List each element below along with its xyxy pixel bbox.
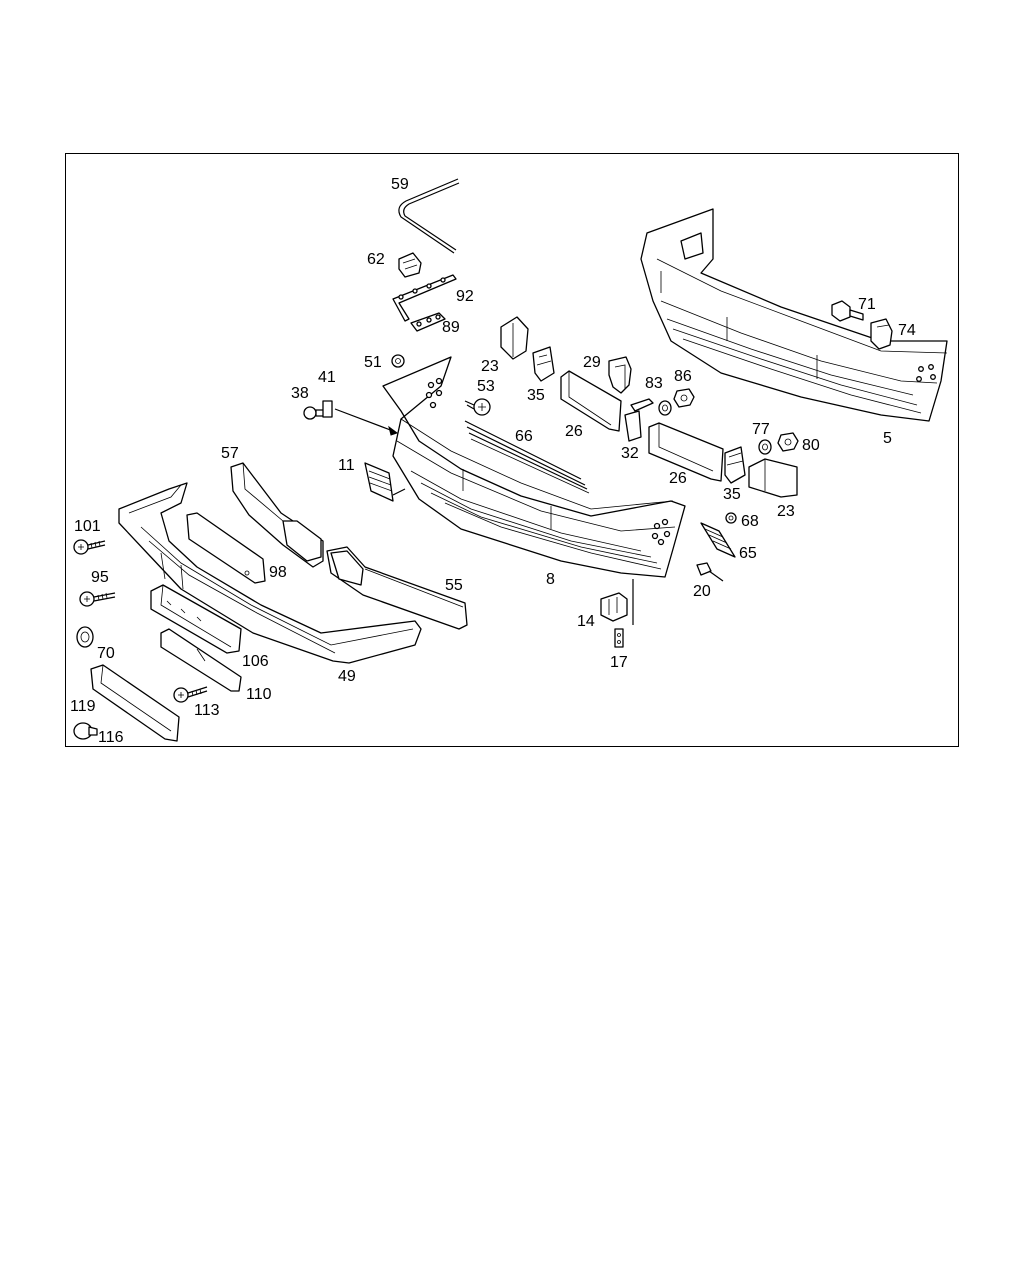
impact-strip-55 <box>326 546 468 630</box>
callout-labels: 59 62 92 89 51 41 38 53 23 35 29 83 86 2… <box>70 176 916 745</box>
bracket-35-upper <box>532 346 555 382</box>
grille-insert-11 <box>364 462 406 502</box>
screw-95 <box>79 591 116 607</box>
callout-20: 20 <box>693 583 711 600</box>
bracket-92 <box>392 274 457 322</box>
callout-11: 11 <box>338 457 355 474</box>
callout-8: 8 <box>546 571 555 588</box>
callout-38: 38 <box>291 385 309 402</box>
grille-strip-66 <box>464 420 590 494</box>
screw-53 <box>464 398 491 416</box>
diagram-canvas: 59 62 92 89 51 41 38 53 23 35 29 83 86 2… <box>70 176 948 745</box>
plug-70 <box>76 626 94 648</box>
bracket-29 <box>608 356 632 394</box>
bumper-guard-26-upper <box>560 370 622 432</box>
callout-49: 49 <box>338 668 356 685</box>
clip-62 <box>398 252 422 278</box>
washer-83 <box>658 400 672 416</box>
callout-26-upper: 26 <box>565 423 583 440</box>
callout-83: 83 <box>645 375 663 392</box>
trim-106 <box>150 584 242 654</box>
callout-35-upper: 35 <box>527 387 545 404</box>
callout-98: 98 <box>269 564 287 581</box>
bracket-89 <box>410 312 446 332</box>
callout-74: 74 <box>898 322 916 339</box>
callout-14: 14 <box>577 613 595 630</box>
bracket-14 <box>600 592 628 622</box>
moulding-110 <box>160 628 242 692</box>
nut-51 <box>391 354 405 368</box>
bumper-guard-26-lower <box>648 422 724 482</box>
bumper-shell-57 <box>230 462 324 568</box>
callout-17: 17 <box>610 654 628 671</box>
callout-119: 119 <box>70 698 96 715</box>
callout-77: 77 <box>752 421 770 438</box>
callout-89: 89 <box>442 319 460 336</box>
screw-101 <box>73 539 106 555</box>
callout-71: 71 <box>858 296 876 313</box>
rear-bumper-5 <box>640 208 948 422</box>
callout-70: 70 <box>97 645 115 662</box>
plate-17 <box>614 628 624 648</box>
bracket-35-lower <box>724 446 746 484</box>
callout-26-lower: 26 <box>669 470 687 487</box>
exploded-parts-diagram: 59 62 92 89 51 41 38 53 23 35 29 83 86 2… <box>65 153 959 747</box>
washer-77 <box>758 439 772 455</box>
callout-80: 80 <box>802 437 820 454</box>
bolt-38 <box>303 406 326 420</box>
clip-116 <box>73 722 98 740</box>
callout-116: 116 <box>98 729 124 745</box>
callout-59: 59 <box>391 176 409 193</box>
callout-55: 55 <box>445 577 463 594</box>
callout-51: 51 <box>364 354 382 371</box>
plate-41 <box>322 400 399 436</box>
nut-80 <box>777 432 799 452</box>
callout-68: 68 <box>741 513 759 530</box>
callout-66: 66 <box>515 428 533 445</box>
screw-113 <box>173 686 208 703</box>
callout-23-lower: 23 <box>777 503 795 520</box>
grille-65 <box>700 522 736 558</box>
callout-5: 5 <box>883 430 892 447</box>
callout-65: 65 <box>739 545 757 562</box>
callout-113: 113 <box>194 702 220 719</box>
callout-41: 41 <box>318 369 336 386</box>
block-23-lower <box>748 458 798 498</box>
callout-95: 95 <box>91 569 109 586</box>
callout-29: 29 <box>583 354 601 371</box>
bolt-71 <box>831 300 864 322</box>
front-bumper-8 <box>382 356 686 625</box>
block-23-upper <box>500 316 529 360</box>
callout-110: 110 <box>246 686 272 703</box>
callout-86: 86 <box>674 368 692 385</box>
callout-32: 32 <box>621 445 639 462</box>
callout-106: 106 <box>242 653 269 670</box>
trim-strip-59 <box>398 178 460 254</box>
bracket-32 <box>624 398 654 442</box>
callout-92: 92 <box>456 288 474 305</box>
callout-57: 57 <box>221 445 239 462</box>
plug-20 <box>696 562 724 582</box>
lower-strip-119 <box>90 664 180 742</box>
bracket-74 <box>870 318 893 350</box>
callout-23-upper: 23 <box>481 358 499 375</box>
callout-101: 101 <box>74 518 101 535</box>
callout-35-lower: 35 <box>723 486 741 503</box>
callout-62: 62 <box>367 251 385 268</box>
outer-bumper-49 <box>118 482 422 664</box>
nut-86 <box>673 388 695 408</box>
callout-53: 53 <box>477 378 495 395</box>
washer-68 <box>725 512 737 524</box>
license-plate-98 <box>186 512 266 584</box>
